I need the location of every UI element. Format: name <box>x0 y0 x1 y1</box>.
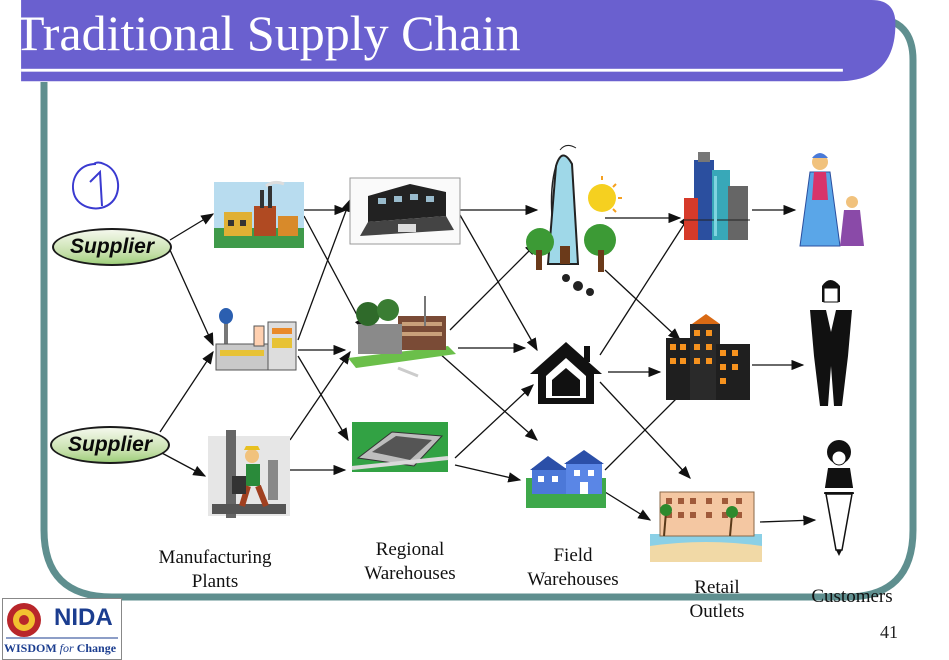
industrial-plant-icon <box>215 308 297 371</box>
nida-logo <box>2 598 122 660</box>
label-manufacturing-plants: Manufacturing Plants <box>158 547 272 592</box>
page-number: 41 <box>880 622 898 642</box>
label-field-warehouses: Field Warehouses <box>527 545 619 590</box>
cottage-house-icon <box>526 144 622 296</box>
office-building-icon <box>348 296 456 378</box>
label-regional-warehouses: Regional Warehouses <box>364 539 456 584</box>
factory-plant-icon <box>214 180 304 248</box>
handwritten-circle-1-icon <box>72 161 120 210</box>
supplier-node: Supplier <box>50 426 170 464</box>
label-retail-outlets: Retail Outlets <box>689 577 745 622</box>
house-icon <box>530 342 602 404</box>
skyscrapers-icon <box>684 152 750 240</box>
factory-worker-icon <box>208 430 290 518</box>
resort-hotel-icon <box>650 491 762 562</box>
supplier-node: Supplier <box>52 228 172 266</box>
woman-in-gown-icon <box>824 440 854 556</box>
regional-warehouse-icon <box>349 177 461 245</box>
town-houses-icon <box>526 450 606 508</box>
slide-title: Traditional Supply Chain <box>14 5 521 61</box>
logo-tagline: WISDOM for Change <box>4 641 117 655</box>
city-buildings-icon <box>666 314 750 400</box>
logo-name: NIDA <box>54 604 113 631</box>
label-customers: Customers <box>811 586 893 607</box>
man-in-tuxedo-icon <box>810 280 852 406</box>
title-bar <box>21 0 896 82</box>
distribution-center-icon <box>351 422 449 472</box>
woman-with-child-icon <box>799 153 864 247</box>
